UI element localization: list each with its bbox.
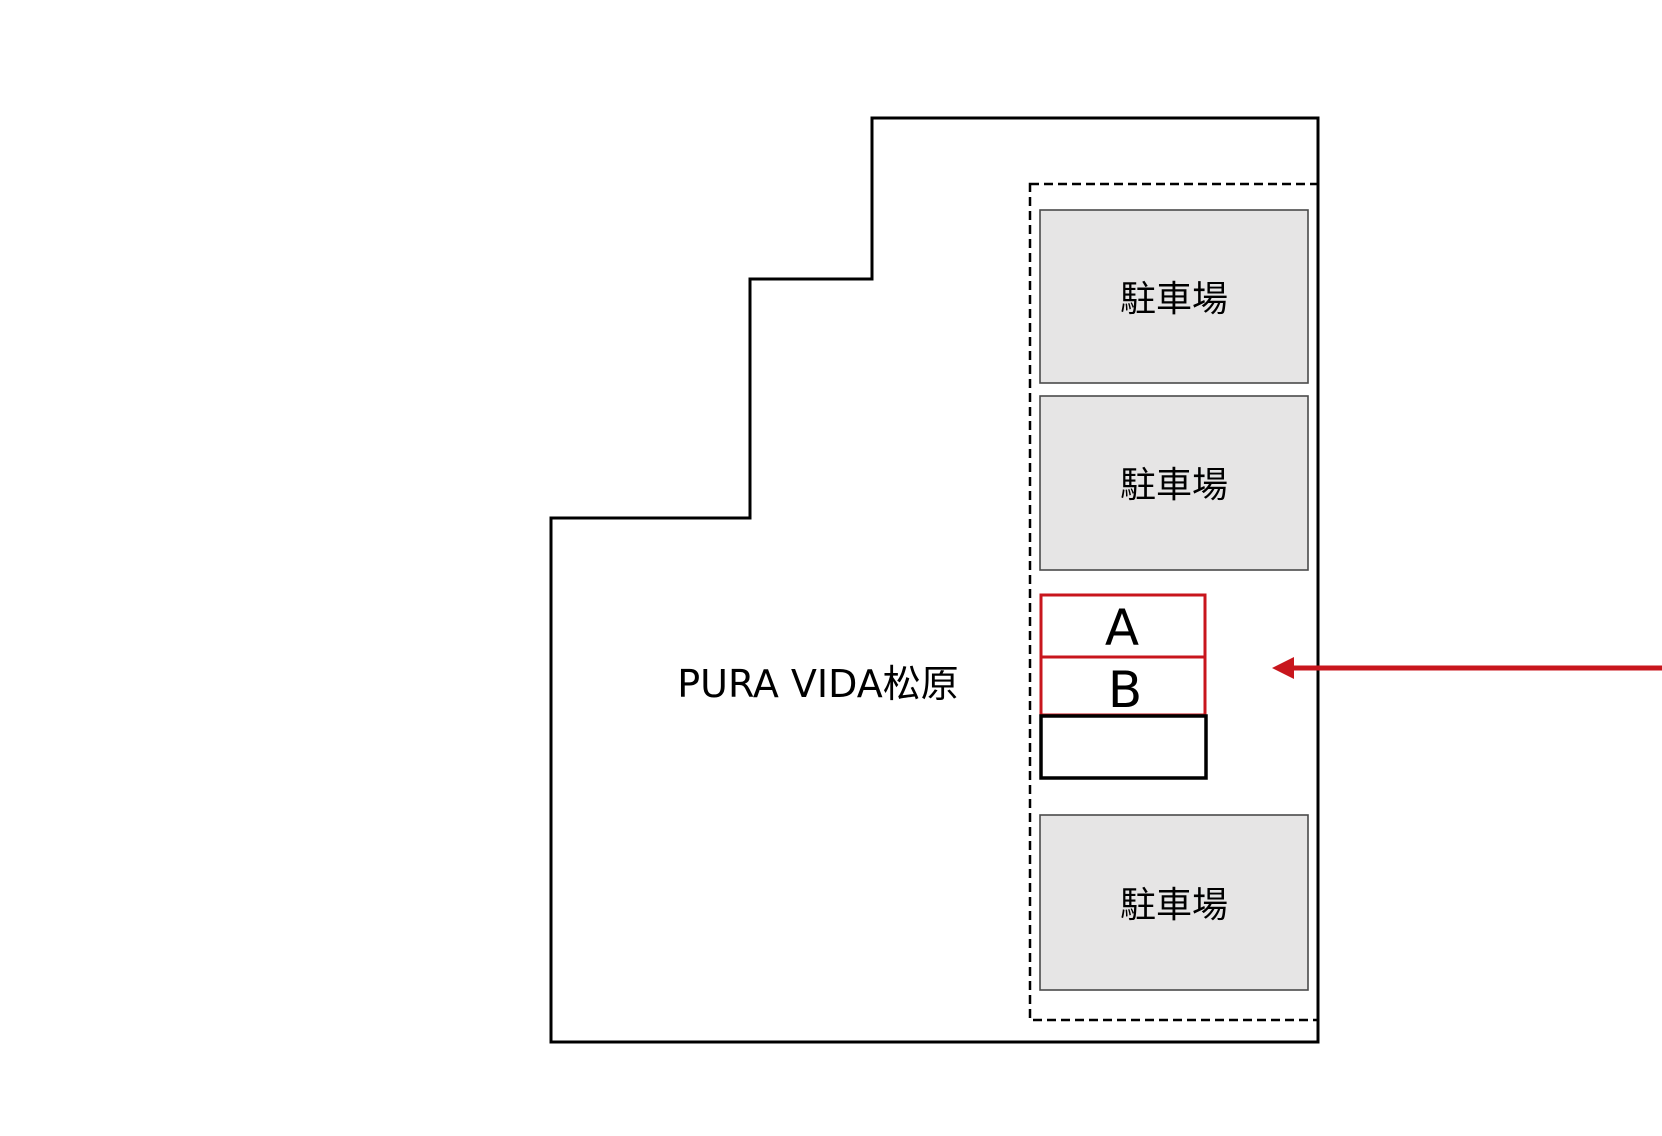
parking-slot-3-box [1039, 814, 1309, 991]
parking-slot-2: 駐車場 [1039, 395, 1309, 571]
entrance-arrow [1272, 657, 1662, 679]
spot-c [1039, 714, 1208, 780]
parking-slot-2-label: 駐車場 [1120, 465, 1228, 506]
spot-b-label: B [1108, 661, 1142, 719]
spot-c-box [1039, 714, 1208, 780]
parking-slot-2-box [1039, 395, 1309, 571]
parking-slot-3-label: 駐車場 [1120, 885, 1228, 926]
lot-outline [549, 116, 1320, 1044]
building-name: PURA VIDA松原 [677, 662, 958, 706]
spot-b: B [1039, 655, 1207, 719]
parking-slot-1-box [1039, 209, 1309, 384]
parking-slot-1: 駐車場 [1039, 209, 1309, 384]
parking-slot-3: 駐車場 [1039, 814, 1309, 991]
parking-slot-1-label: 駐車場 [1120, 279, 1228, 320]
parking-area-boundary [1028, 182, 1320, 1022]
spot-a-label: A [1105, 599, 1139, 657]
entrance-arrow-head-icon [1272, 657, 1294, 679]
spot-a: A [1039, 593, 1207, 659]
